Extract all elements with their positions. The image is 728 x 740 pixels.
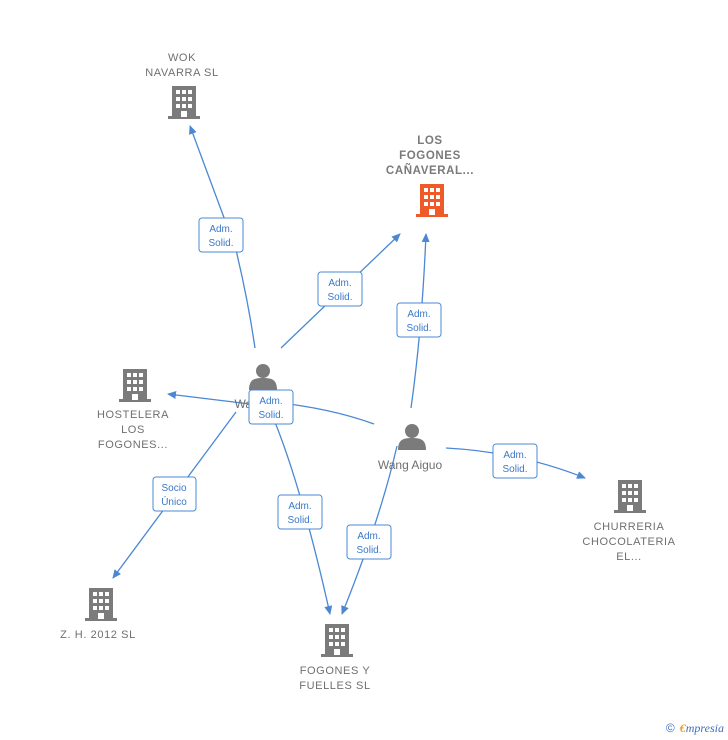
node-fogones-y-fuelles[interactable]: FOGONES Y FUELLES SL (299, 624, 370, 692)
empresia-watermark: © €mpresia (666, 721, 724, 736)
node-label-line: NAVARRA SL (145, 67, 218, 79)
node-label-line: EL... (616, 551, 642, 563)
edge-label-wang-to-zh2012[interactable]: Socio Único (152, 476, 197, 512)
edge-label-wang-to-wok[interactable]: Adm. Solid. (198, 217, 244, 253)
edge-label-line: Único (161, 495, 187, 508)
node-label-line: Z. H. 2012 SL (60, 629, 136, 641)
brand-initial: € (679, 721, 686, 735)
edge-label-line: Solid. (327, 292, 352, 303)
edge-label-line: Adm. (503, 450, 526, 461)
edge-labels: Adm. Solid. Adm. Solid. Adm. Solid. Adm.… (152, 217, 538, 560)
node-los-fogones-canaveral[interactable]: LOS FOGONES CAÑAVERAL... (386, 135, 474, 217)
edge-label-line: Solid. (258, 410, 283, 421)
brand-name: mpresia (685, 721, 724, 735)
edge-label-line: Adm. (407, 309, 430, 320)
node-label-line: FOGONES Y (300, 665, 371, 677)
edge-label-line: Solid. (208, 238, 233, 249)
edge-line-wang-to-hostelera (167, 390, 251, 405)
node-label-line: FOGONES... (98, 439, 168, 451)
node-hostelera-los-fogones[interactable]: HOSTELERA LOS FOGONES... (97, 369, 169, 451)
edge-label-wang-to-fogones-fuelles[interactable]: Adm. Solid. (277, 494, 323, 530)
node-label-line: CHURRERIA (594, 521, 665, 533)
node-label-line: LOS (121, 424, 145, 436)
edge-label-aiguo-to-fogones-fuelles[interactable]: Adm. Solid. (346, 524, 392, 560)
edge-label-line: Solid. (502, 464, 527, 475)
edge-label-line: Solid. (356, 545, 381, 556)
person-label: Wang Aiguo (378, 458, 443, 472)
edge-label-line: Adm. (259, 396, 282, 407)
edge-label-wang-to-los-fogones[interactable]: Adm. Solid. (317, 271, 363, 307)
node-zh-2012[interactable]: Z. H. 2012 SL (60, 588, 136, 641)
node-person-wang-aiguo[interactable]: Wang Aiguo (378, 424, 443, 472)
person-icon (398, 424, 426, 450)
building-icon (321, 624, 353, 657)
person-icon (249, 364, 277, 390)
edge-label-line: Adm. (209, 224, 232, 235)
edge-label-line: Solid. (406, 323, 431, 334)
node-label-line: LOS (417, 135, 442, 147)
edge-label-aiguo-to-los-fogones[interactable]: Adm. Solid. (396, 302, 442, 338)
edge-label-line: Adm. (288, 501, 311, 512)
edge-label-line: Solid. (287, 515, 312, 526)
edge-label-line: Adm. (328, 278, 351, 289)
building-icon (168, 86, 200, 119)
node-label-line: HOSTELERA (97, 409, 169, 421)
node-wok-navarra[interactable]: WOK NAVARRA SL (145, 52, 218, 119)
node-label-line: FUELLES SL (299, 680, 370, 692)
node-label-line: CAÑAVERAL... (386, 164, 474, 177)
node-label-line: CHOCOLATERIA (582, 536, 675, 548)
edge-label-line: Socio (161, 483, 186, 494)
node-label-line: WOK (168, 52, 196, 64)
edge-label-aiguo-to-churreria[interactable]: Adm. Solid. (492, 443, 538, 479)
edge-label-line: Adm. (357, 531, 380, 542)
building-icon (85, 588, 117, 621)
building-icon (614, 480, 646, 513)
edge-label-wang-to-hostelera[interactable]: Adm. Solid. (248, 389, 294, 425)
building-icon (119, 369, 151, 402)
building-icon (416, 184, 448, 217)
copyright-symbol: © (665, 721, 675, 735)
node-churreria-chocolateria[interactable]: CHURRERIA CHOCOLATERIA EL... (582, 480, 675, 563)
node-label-line: FOGONES (399, 150, 461, 162)
